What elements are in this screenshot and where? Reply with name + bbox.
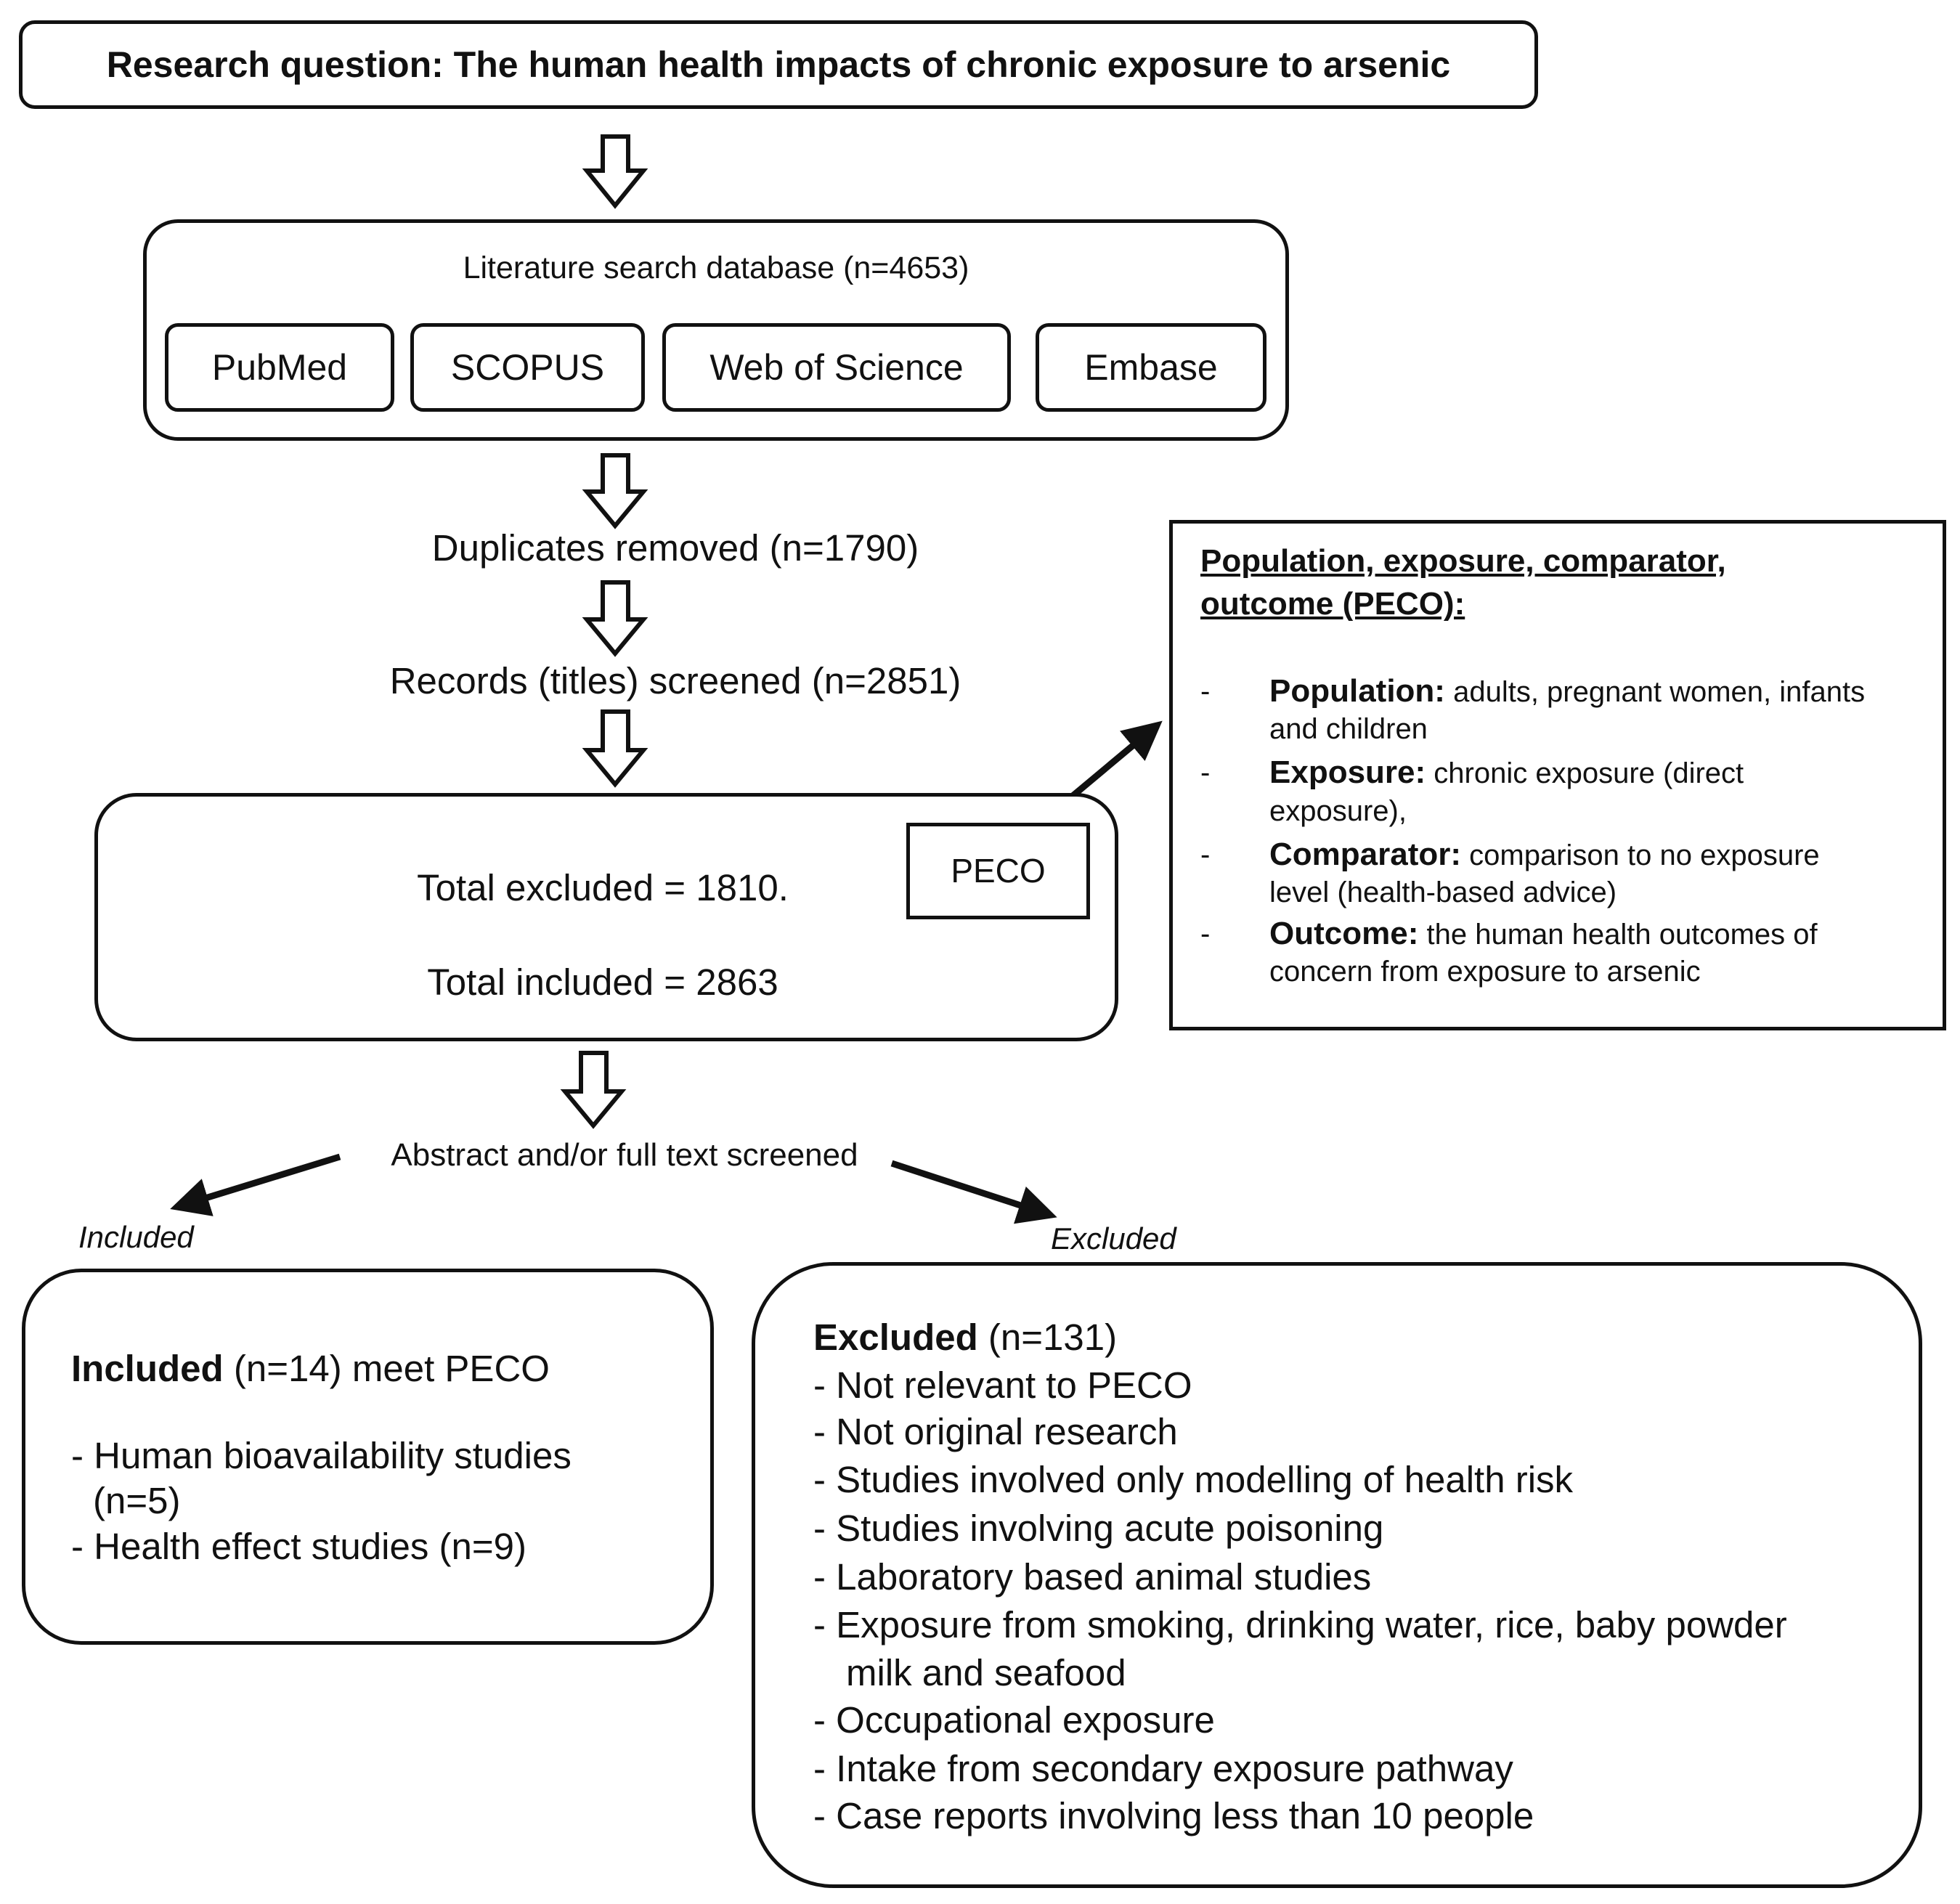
- peco-exposure-line1: Exposure: chronic exposure (direct: [1269, 754, 1744, 791]
- database-scopus: SCOPUS: [410, 323, 645, 412]
- included-box: [22, 1269, 714, 1645]
- excluded-item: - Studies involved only modelling of hea…: [813, 1459, 1574, 1500]
- records-screened: Records (titles) screened (n=2851): [389, 660, 961, 701]
- total-included: Total included = 2863: [427, 961, 778, 1003]
- database-embase: Embase: [1036, 323, 1266, 412]
- excluded-item: - Studies involving acute poisoning: [813, 1508, 1384, 1549]
- peco-mini-label: PECO: [951, 852, 1046, 890]
- excluded-item: - Exposure from smoking, drinking water,…: [813, 1604, 1787, 1645]
- included-heading-rest: (n=14) meet PECO: [233, 1348, 550, 1389]
- total-excluded: Total excluded = 1810.: [417, 867, 789, 908]
- excluded-heading-rest: (n=131): [988, 1317, 1118, 1358]
- peco-bullet-population: -: [1200, 675, 1211, 707]
- peco-population-text1: adults, pregnant women, infants: [1453, 676, 1866, 708]
- down-arrow-5: [560, 1051, 627, 1129]
- excluded-heading: Excluded (n=131): [813, 1316, 1117, 1359]
- peco-comparator-text1: comparison to no exposure: [1469, 839, 1820, 871]
- database-pubmed-label: PubMed: [211, 347, 348, 388]
- included-item-bioavailability: - Human bioavailability studies: [71, 1435, 572, 1476]
- excluded-item: - Case reports involving less than 10 pe…: [813, 1795, 1534, 1836]
- literature-search-title: Literature search database (n=4653): [463, 251, 969, 285]
- peco-population-label: Population:: [1269, 673, 1445, 709]
- peco-outcome-label: Outcome:: [1269, 916, 1419, 951]
- branch-excluded-label: Excluded: [1051, 1221, 1176, 1256]
- peco-outcome-line1: Outcome: the human health outcomes of: [1269, 916, 1818, 952]
- down-arrow-2: [582, 453, 648, 529]
- included-heading: Included (n=14) meet PECO: [71, 1347, 550, 1390]
- peco-exposure-label: Exposure:: [1269, 754, 1426, 790]
- peco-population-line1: Population: adults, pregnant women, infa…: [1269, 673, 1865, 709]
- peco-exposure-text1: chronic exposure (direct: [1434, 757, 1744, 789]
- down-arrow-3: [582, 580, 648, 657]
- peco-comparator-line1: Comparator: comparison to no exposure: [1269, 837, 1820, 873]
- excluded-item-continued: milk and seafood: [846, 1652, 1126, 1693]
- excluded-item: - Not relevant to PECO: [813, 1364, 1192, 1406]
- database-pubmed: PubMed: [165, 323, 394, 412]
- excluded-item: - Laboratory based animal studies: [813, 1556, 1372, 1598]
- excluded-heading-label: Excluded: [813, 1317, 978, 1358]
- included-item-health-effect: - Health effect studies (n=9): [71, 1526, 526, 1567]
- peco-mini-box: PECO: [906, 823, 1090, 919]
- excluded-item: - Occupational exposure: [813, 1699, 1215, 1741]
- duplicates-removed: Duplicates removed (n=1790): [431, 527, 919, 569]
- research-question-text: Research question: The human health impa…: [106, 44, 1451, 85]
- peco-heading-line1: Population, exposure, comparator,: [1200, 543, 1726, 579]
- database-scopus-label: SCOPUS: [450, 347, 605, 388]
- abstract-screened: Abstract and/or full text screened: [391, 1137, 858, 1173]
- peco-bullet-outcome: -: [1200, 918, 1211, 950]
- peco-bullet-comparator: -: [1200, 839, 1211, 871]
- peco-comparator-label: Comparator:: [1269, 837, 1462, 872]
- down-arrow-1: [582, 134, 648, 209]
- peco-outcome-text2: concern from exposure to arsenic: [1269, 956, 1701, 988]
- peco-box: [1169, 520, 1946, 1030]
- down-arrow-4: [582, 709, 648, 788]
- peco-population-text2: and children: [1269, 713, 1428, 745]
- branch-included-label: Included: [78, 1220, 194, 1254]
- peco-heading-line2: outcome (PECO):: [1200, 586, 1465, 622]
- research-question-box: Research question: The human health impa…: [19, 20, 1538, 109]
- excluded-box: [752, 1262, 1922, 1888]
- excluded-item: - Not original research: [813, 1411, 1178, 1452]
- included-item-bioavailability-count: (n=5): [93, 1480, 181, 1521]
- peco-bullet-exposure: -: [1200, 757, 1211, 789]
- excluded-item: - Intake from secondary exposure pathway: [813, 1748, 1513, 1789]
- peco-comparator-text2: level (health-based advice): [1269, 876, 1617, 908]
- database-web-of-science: Web of Science: [662, 323, 1011, 412]
- database-embase-label: Embase: [1084, 347, 1218, 388]
- included-arrow: [170, 1153, 341, 1216]
- peco-exposure-text2: exposure),: [1269, 795, 1407, 827]
- included-heading-label: Included: [71, 1348, 224, 1389]
- excluded-arrow: [890, 1160, 1057, 1224]
- peco-outcome-text1: the human health outcomes of: [1426, 919, 1818, 951]
- database-wos-label: Web of Science: [709, 347, 964, 388]
